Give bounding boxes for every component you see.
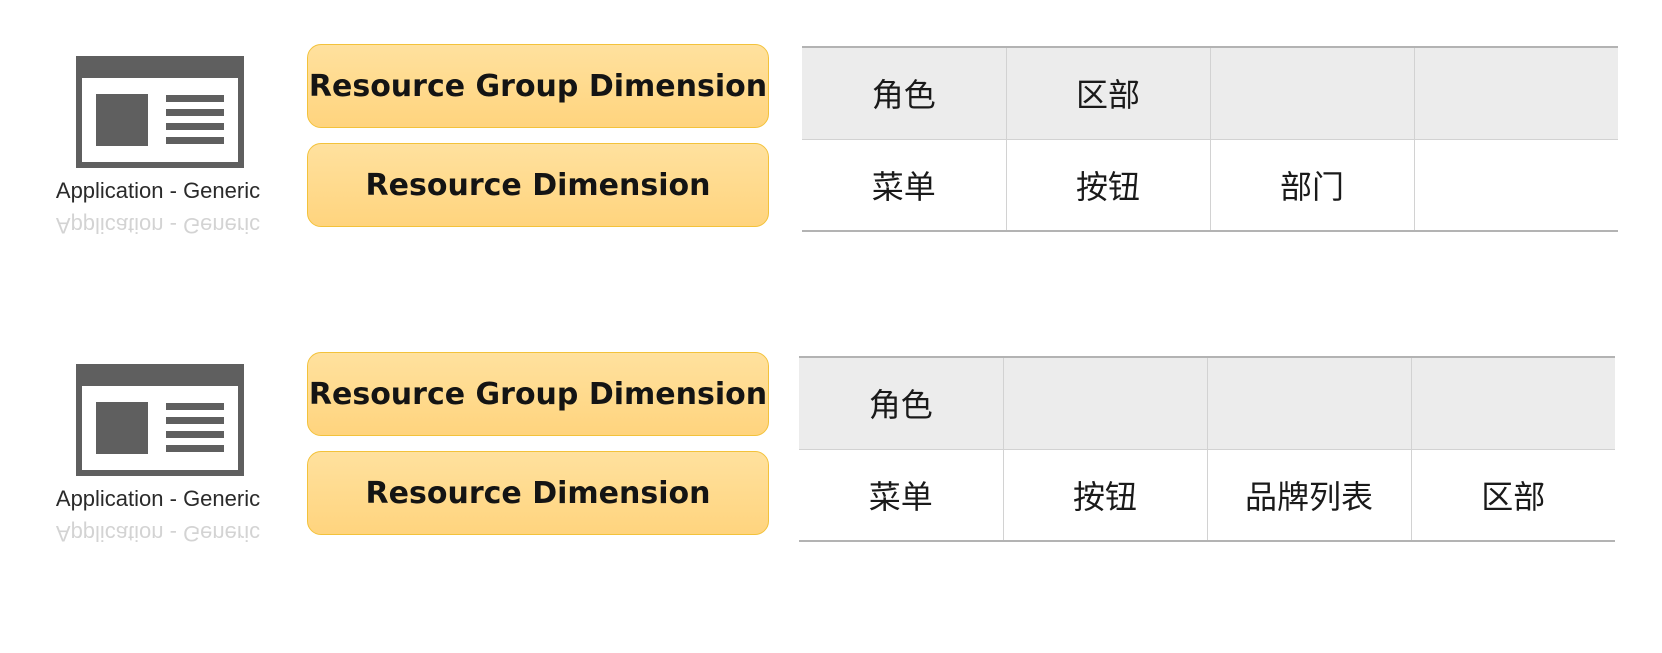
resource-cell: 按钮: [1005, 139, 1210, 231]
dimension-table: 角色 区部 菜单 按钮 部门: [802, 46, 1618, 232]
application-window-icon: [76, 364, 244, 476]
resource-row: 菜单 按钮 品牌列表 区部: [799, 449, 1615, 541]
application-block: Application - Generic Application - Gene…: [28, 334, 288, 594]
application-label-reflection: Application - Generic: [55, 521, 261, 546]
resource-cell: [1413, 139, 1618, 231]
resource-cell: 菜单: [799, 449, 1003, 541]
resource-cell: 菜单: [802, 139, 1006, 231]
group-cell: [1410, 357, 1615, 450]
group-cell: [1209, 47, 1414, 140]
resource-cell: 区部: [1410, 449, 1615, 541]
diagram-row-2: Application - Generic Application - Gene…: [0, 326, 1662, 616]
dimension-table: 角色 菜单 按钮 品牌列表 区部: [799, 356, 1615, 542]
resource-cell: 品牌列表: [1206, 449, 1411, 541]
group-cell: 区部: [1005, 47, 1210, 140]
resource-group-dimension-box: Resource Group Dimension: [307, 352, 769, 436]
resource-dimension-box: Resource Dimension: [307, 143, 769, 227]
application-label-reflection: Application - Generic: [55, 213, 261, 238]
resource-cell: 按钮: [1002, 449, 1207, 541]
resource-group-dimension-box: Resource Group Dimension: [307, 44, 769, 128]
resource-group-row: 角色 区部: [802, 47, 1618, 140]
diagram-row-1: Application - Generic Application - Gene…: [0, 18, 1662, 308]
application-block: Application - Generic Application - Gene…: [28, 26, 288, 286]
application-window-icon: [76, 56, 244, 168]
resource-row: 菜单 按钮 部门: [802, 139, 1618, 231]
group-cell: 角色: [799, 357, 1003, 450]
group-cell: [1206, 357, 1411, 450]
group-cell: 角色: [802, 47, 1006, 140]
group-cell: [1002, 357, 1207, 450]
group-cell: [1413, 47, 1618, 140]
application-label: Application - Generic: [55, 178, 261, 203]
resource-cell: 部门: [1209, 139, 1414, 231]
resource-dimension-box: Resource Dimension: [307, 451, 769, 535]
resource-group-row: 角色: [799, 357, 1615, 450]
application-label: Application - Generic: [55, 486, 261, 511]
